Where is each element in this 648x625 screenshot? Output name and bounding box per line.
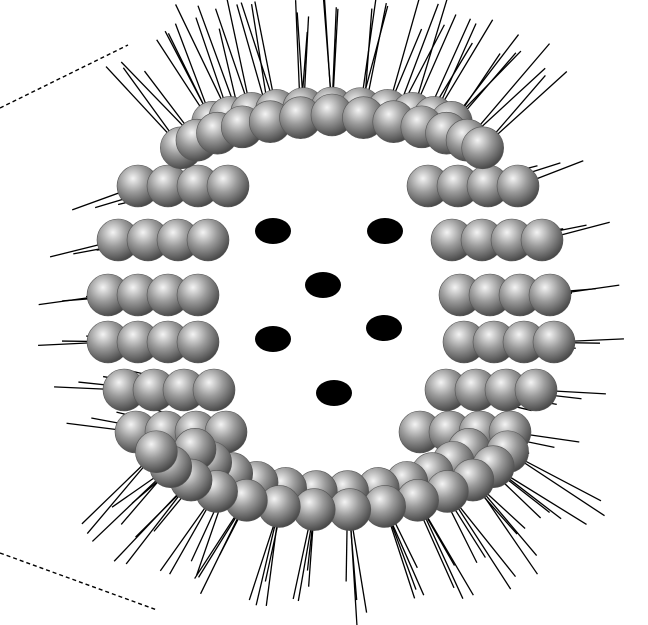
core-dot [255, 218, 291, 244]
head-sphere [521, 219, 563, 261]
head-sphere [462, 127, 504, 169]
head-sphere [515, 369, 557, 411]
head-sphere [533, 321, 575, 363]
head-sphere [207, 165, 249, 207]
head-sphere [193, 369, 235, 411]
head-sphere [529, 274, 571, 316]
core-dot [255, 326, 291, 352]
core-dot [366, 315, 402, 341]
head-sphere [177, 321, 219, 363]
core-dot [305, 272, 341, 298]
head-sphere [177, 274, 219, 316]
head-sphere [497, 165, 539, 207]
micelle-core [255, 218, 403, 406]
core-dot [367, 218, 403, 244]
head-sphere [187, 219, 229, 261]
hydrophilic-heads [87, 87, 575, 531]
head-sphere [135, 431, 177, 473]
guide-line-lower [0, 553, 157, 610]
core-dot [316, 380, 352, 406]
guide-line-upper [0, 45, 128, 108]
